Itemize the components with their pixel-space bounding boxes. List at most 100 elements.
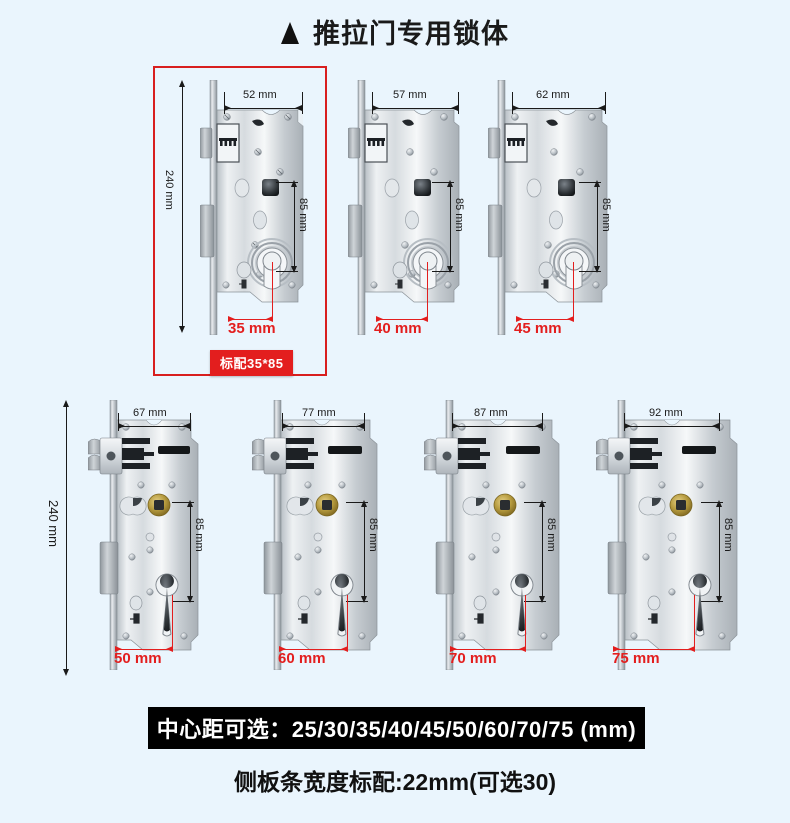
dim-arrow-down-85-c [593,266,600,273]
dim-arrow-down-85-f [538,596,545,603]
dim-label-85mm-f: 85 mm [545,518,557,552]
dim-arrow-52-left [224,104,231,111]
dim-arrow-down-85-b [446,266,453,273]
dim-arrow-down-row1-height [178,326,185,333]
dim-arrow-up-85-g [715,500,722,507]
dim-label-57mm: 57 mm [393,89,427,101]
dim-arrow-45-right [567,315,574,322]
dim-arrow-35-right [266,315,273,322]
dim-line-85-d [190,506,191,596]
dim-tick-57-left [372,92,373,114]
dim-line-85-b [450,186,451,266]
dim-ext-35-right [272,262,273,320]
dim-tick-67-left [118,413,119,431]
dim-label-85mm-g: 85 mm [722,518,734,552]
dim-label-50mm: 50 mm [114,650,162,667]
dim-arrow-up-85-d [186,500,193,507]
dim-arrow-77-left [282,422,289,429]
dim-label-85mm-b: 85 mm [453,198,465,232]
dim-ext-85-d-bottom [172,601,194,602]
dim-line-85-g [719,506,720,596]
dim-arrow-92-right [712,422,719,429]
dim-arrow-57-left [372,104,379,111]
dim-line-75 [613,649,695,650]
dim-arrow-60-right [341,645,348,652]
dim-arrow-down-85-e [360,596,367,603]
dim-line-85-a [294,186,295,266]
dim-line-87 [452,426,542,427]
dim-tick-52-right [302,92,303,114]
dim-line-35 [228,319,273,320]
dim-line-row1-height [182,86,183,326]
dim-arrow-up-85-e [360,500,367,507]
dim-arrow-down-85-d [186,596,193,603]
dim-line-40 [376,319,428,320]
dim-arrow-40-right [421,315,428,322]
dim-label-row1-height: 240 mm [163,170,175,210]
dim-label-60mm: 60 mm [278,650,326,667]
dim-arrow-60-left [279,645,286,652]
dim-ext-85-e-top [346,502,368,503]
dim-arrow-62-right [598,104,605,111]
center-distance-banner: 中心距可选：25/30/35/40/45/50/60/70/75 (mm) [148,707,645,749]
dim-line-70 [450,649,526,650]
page-header: 推拉门专用锁体 [0,12,790,51]
dim-ext-85-f-bottom [524,601,546,602]
dim-arrow-up-85-b [446,180,453,187]
triangle-up-icon [281,21,299,44]
dim-label-77mm: 77 mm [302,407,336,419]
dim-label-87mm: 87 mm [474,407,508,419]
lock-diagram-77mm [252,400,397,670]
status-badge-standard: 标配35*85 [210,350,294,376]
dim-line-50 [115,649,173,650]
dim-line-60 [279,649,348,650]
dim-ext-50-right [172,595,173,650]
dim-arrow-67-right [183,422,190,429]
dim-label-85mm-a: 85 mm [297,198,309,232]
dim-line-77 [282,426,364,427]
dim-arrow-down-85-a [290,266,297,273]
dim-arrow-40-left [376,315,383,322]
dim-arrow-down-85-g [715,596,722,603]
dim-ext-85-a-bottom [276,271,298,272]
dim-ext-85-c-top [579,182,601,183]
dim-ext-85-b-bottom [432,271,454,272]
dim-ext-85-e-bottom [346,601,368,602]
dim-arrow-up-85-f [538,500,545,507]
dim-line-62 [512,108,605,109]
dim-arrow-70-right [519,645,526,652]
dim-label-35mm: 35 mm [228,320,276,337]
dim-arrow-up-row1-height [178,80,185,87]
dim-tick-92-left [624,413,625,431]
lock-diagram-67mm [88,400,218,670]
dim-arrow-down-row2-height [62,669,69,676]
dim-label-67mm: 67 mm [133,407,167,419]
dim-ext-75-right [694,595,695,650]
dim-label-62mm: 62 mm [536,89,570,101]
dim-ext-60-right [347,595,348,650]
faceplate-width-note: 侧板条宽度标配:22mm(可选30) [233,769,557,795]
dim-arrow-92-left [624,422,631,429]
dim-ext-70-right [525,595,526,650]
dim-tick-52-left [224,92,225,114]
dim-arrow-77-right [357,422,364,429]
dim-line-85-c [597,186,598,266]
dim-tick-57-right [458,92,459,114]
dim-arrow-87-right [535,422,542,429]
dim-label-45mm: 45 mm [514,320,562,337]
dim-line-92 [624,426,719,427]
dim-ext-40-right [427,262,428,320]
dim-line-row2-height [66,406,67,669]
lock-diagram-52mm [200,80,318,335]
dim-ext-85-b-top [432,182,454,183]
dim-line-57 [372,108,458,109]
dim-ext-85-c-bottom [579,271,601,272]
lock-diagram-57mm [348,80,474,335]
dim-line-45 [516,319,574,320]
dim-arrow-45-left [516,315,523,322]
dim-tick-92-right [719,413,720,431]
dim-arrow-75-left [613,645,620,652]
dim-line-52 [224,108,302,109]
dim-ext-85-g-top [701,502,723,503]
